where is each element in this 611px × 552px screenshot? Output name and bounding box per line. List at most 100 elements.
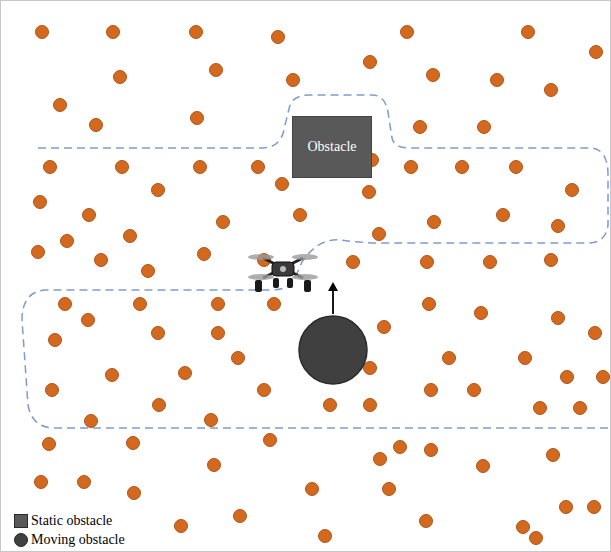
static-obstacle: Obstacle — [292, 116, 372, 178]
drone-rotor — [248, 254, 274, 260]
sensor-dot — [522, 26, 535, 39]
drone-leg — [304, 280, 311, 292]
sensor-dot — [497, 209, 510, 222]
sensor-dot — [210, 64, 223, 77]
sensor-dot — [212, 327, 225, 340]
sensor-dot — [32, 246, 45, 259]
drone-rotor — [292, 254, 318, 260]
sensor-dot — [268, 298, 281, 311]
sensor-dot — [420, 515, 433, 528]
sensor-dot — [152, 184, 165, 197]
sensor-dots — [32, 26, 610, 545]
sensor-dot — [443, 352, 456, 365]
sensor-dot — [134, 298, 147, 311]
sensor-dot — [85, 415, 98, 428]
sensor-dot — [128, 487, 141, 500]
sensor-dot — [475, 307, 488, 320]
sensor-dot — [264, 434, 277, 447]
motion-arrow — [332, 289, 334, 314]
sensor-dot — [423, 298, 436, 311]
sensor-dot — [324, 399, 337, 412]
sensor-dot — [190, 26, 203, 39]
sensor-dot — [428, 216, 441, 229]
sensor-dot — [208, 459, 221, 472]
square-swatch — [14, 514, 28, 528]
sensor-dot — [364, 399, 377, 412]
sensor-dot — [35, 476, 48, 489]
sensor-dot — [364, 56, 377, 69]
sensor-dot — [54, 99, 67, 112]
sensor-dot — [364, 362, 377, 375]
legend-label: Static obstacle — [31, 513, 112, 529]
drone-leg — [273, 278, 279, 288]
sensor-dot — [36, 26, 49, 39]
sensor-dot — [59, 298, 72, 311]
sensor-dot — [545, 254, 558, 267]
sensor-dot — [534, 402, 547, 415]
legend-label: Moving obstacle — [31, 532, 125, 548]
node-label: Obstacle — [308, 139, 357, 155]
sensor-dot — [272, 31, 285, 44]
sensor-dot — [49, 334, 62, 347]
sensor-dot — [484, 256, 497, 269]
sensor-dot — [545, 84, 558, 97]
legend: Static obstacleMoving obstacle — [12, 510, 129, 551]
sensor-dot — [405, 161, 418, 174]
sensor-dot — [107, 26, 120, 39]
sensor-dot — [383, 483, 396, 496]
sensor-dot — [319, 530, 332, 543]
sensor-dot — [194, 161, 207, 174]
sensor-dot — [90, 119, 103, 132]
sensor-dot — [124, 230, 137, 243]
arrow-head — [328, 282, 338, 291]
sensor-dot — [198, 248, 211, 261]
sensor-dot — [114, 71, 127, 84]
sensor-dot — [83, 209, 96, 222]
sensor-dot — [547, 449, 560, 462]
sensor-dot — [589, 327, 602, 340]
flight-path — [22, 95, 611, 428]
sensor-dot — [414, 121, 427, 134]
sensor-dot — [421, 256, 434, 269]
sensor-dot — [252, 161, 265, 174]
sensor-dot — [363, 186, 376, 199]
sensor-dot — [588, 501, 601, 514]
sensor-dot — [116, 161, 129, 174]
sensor-dot — [106, 369, 119, 382]
sensor-dot — [378, 321, 391, 334]
sensor-dot — [152, 327, 165, 340]
drone-leg — [287, 278, 293, 288]
sensor-dot — [258, 384, 271, 397]
drone-leg — [255, 280, 262, 292]
sensor-dot — [394, 441, 407, 454]
sensor-dot — [127, 437, 140, 450]
circle-swatch — [14, 533, 28, 547]
drone-camera — [280, 266, 286, 272]
sensor-dot — [597, 371, 610, 384]
sensor-dot — [566, 184, 579, 197]
sensor-dot — [175, 520, 188, 533]
sensor-dot — [82, 314, 95, 327]
sensor-dot — [306, 483, 319, 496]
sensor-dot — [530, 532, 543, 545]
legend-row: Moving obstacle — [14, 530, 125, 549]
drone-rotor — [248, 274, 274, 280]
sensor-dot — [191, 112, 204, 125]
sensor-dot — [78, 476, 91, 489]
sensor-dot — [519, 352, 532, 365]
sensor-dot — [373, 228, 386, 241]
sensor-dot — [590, 46, 603, 59]
sensor-dot — [468, 384, 481, 397]
sensor-dot — [232, 352, 245, 365]
sensor-dot — [552, 312, 565, 325]
sensor-dot — [425, 384, 438, 397]
sensor-dot — [294, 209, 307, 222]
sensor-dot — [574, 402, 587, 415]
sensor-dot — [234, 510, 247, 523]
drone-body — [272, 262, 294, 276]
sensor-dot — [153, 399, 166, 412]
sensor-dot — [491, 74, 504, 87]
sensor-dot — [517, 521, 530, 534]
